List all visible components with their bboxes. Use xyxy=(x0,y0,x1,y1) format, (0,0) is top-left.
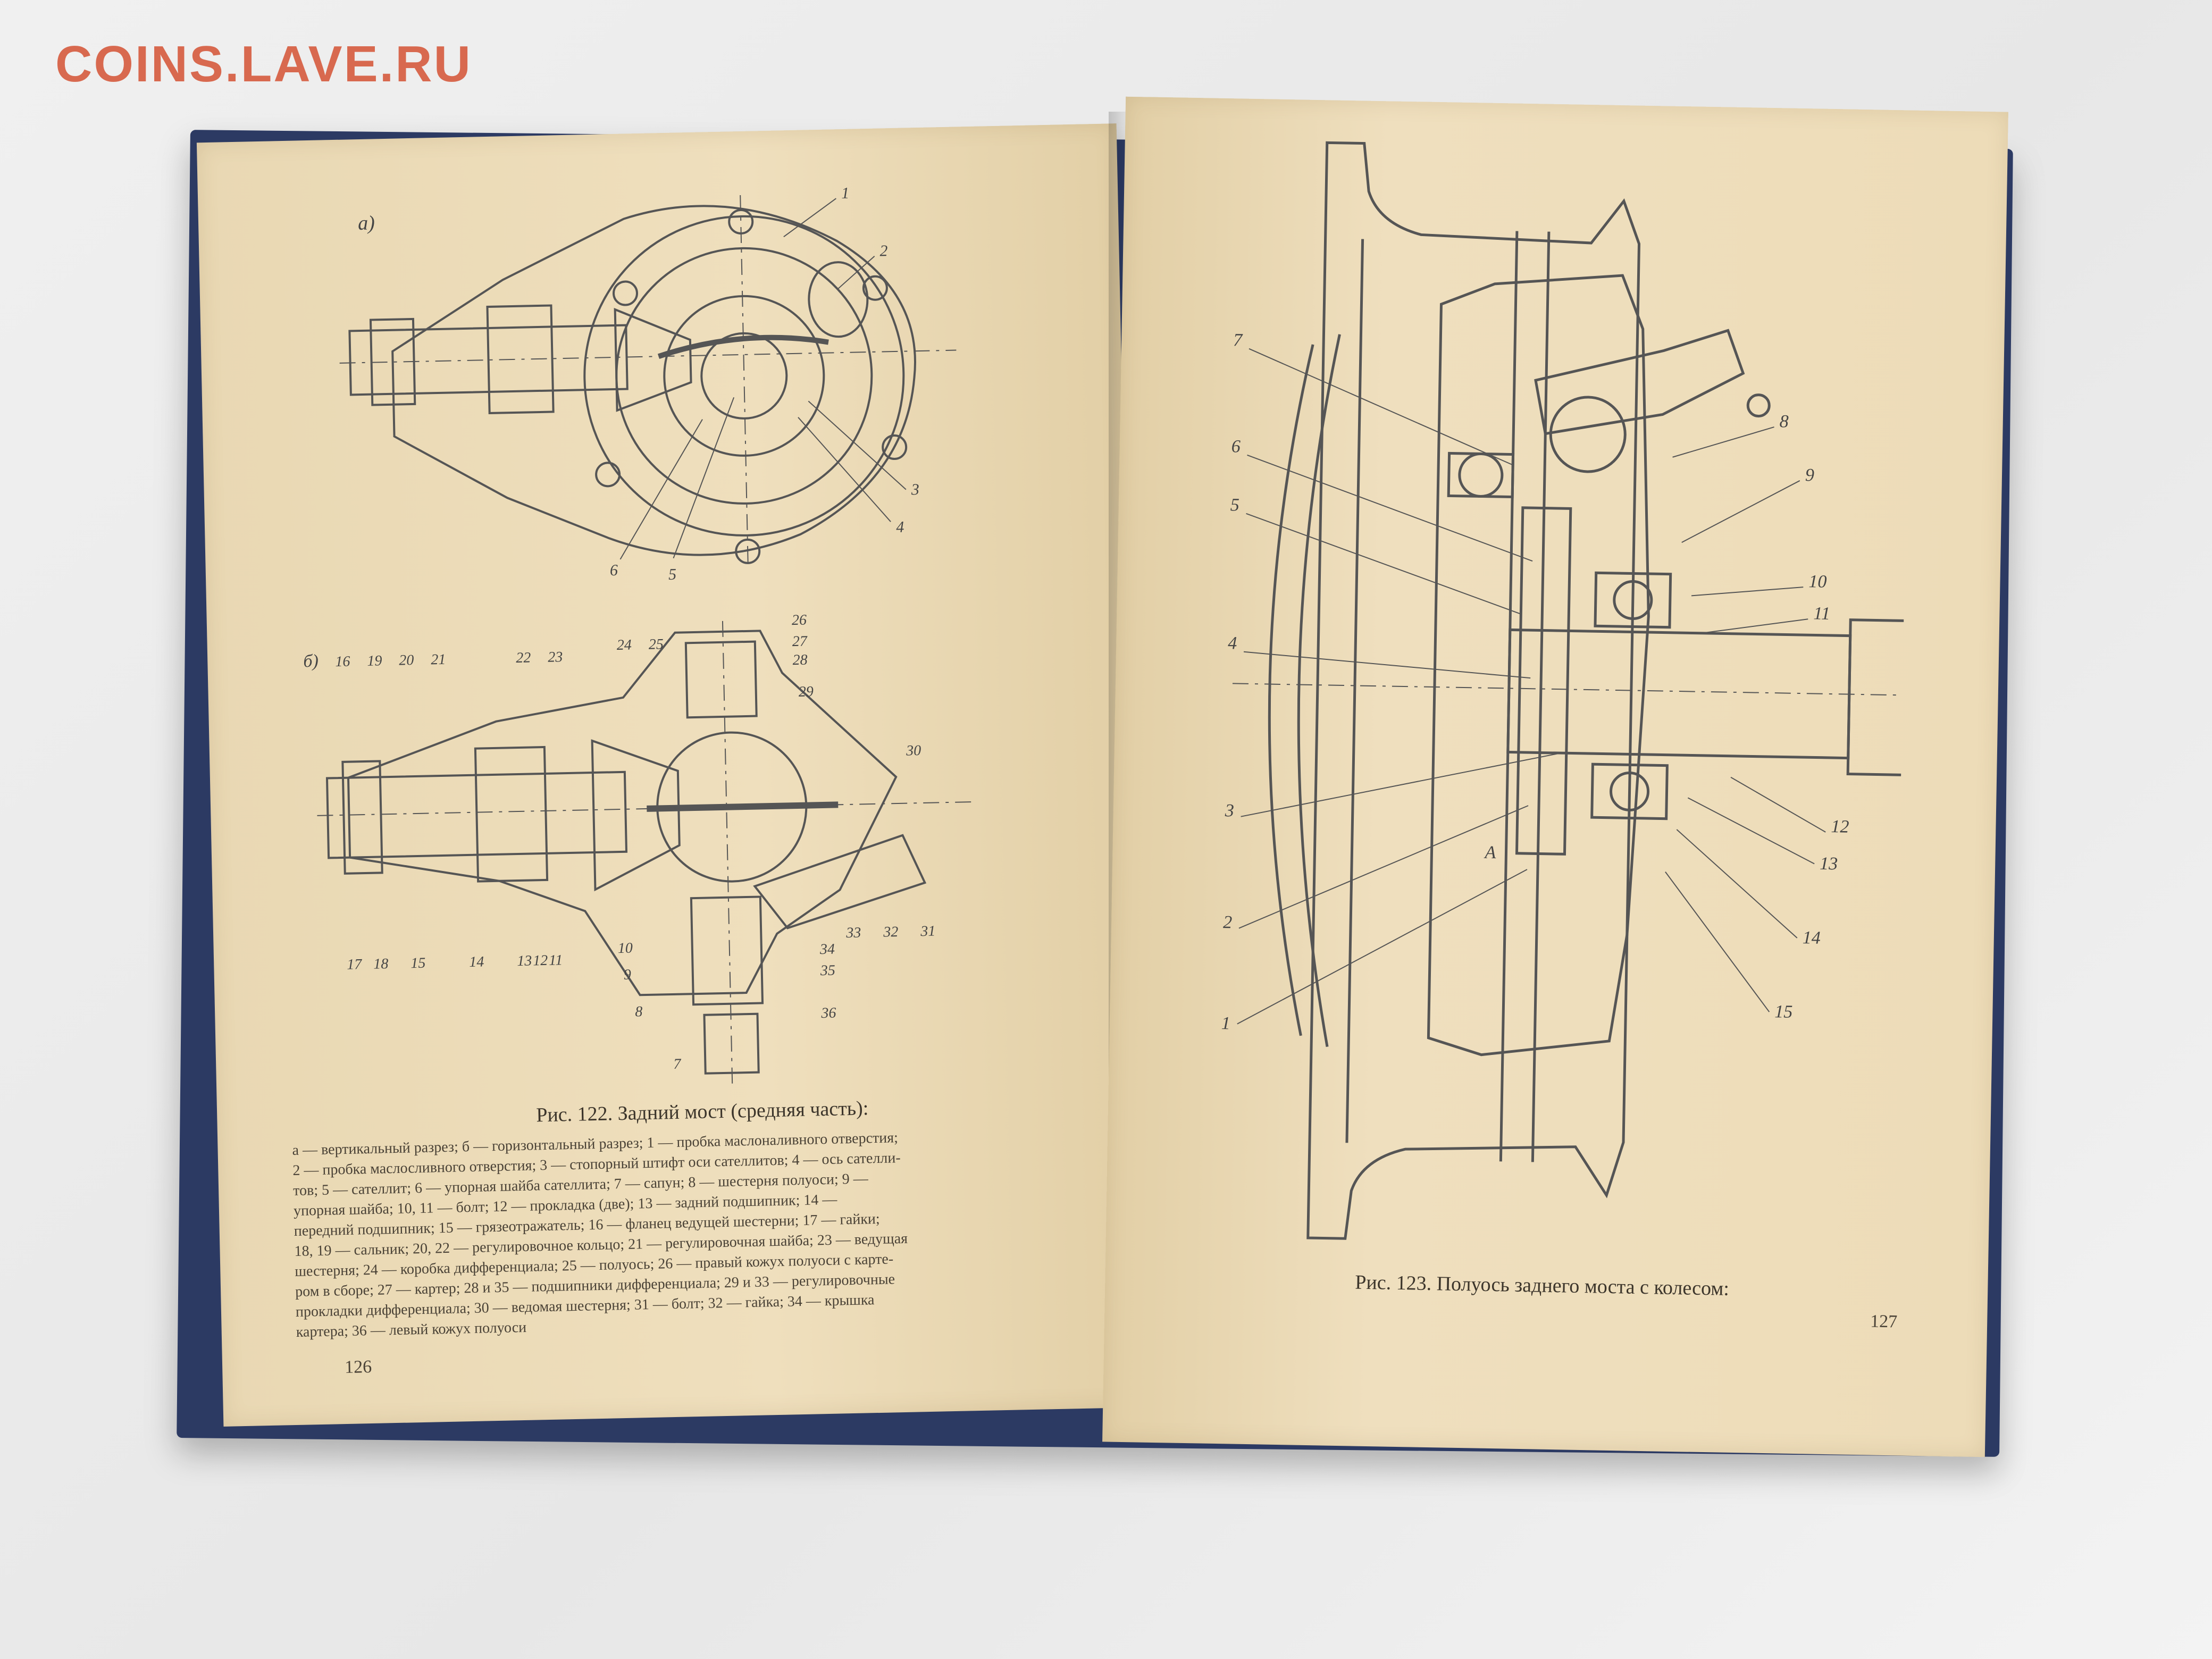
callout-r-6: 6 xyxy=(1231,437,1241,456)
callouts-b: 16 19 20 21 22 23 24 25 26 27 28 29 30 1… xyxy=(335,612,936,1073)
callout-b-26: 26 xyxy=(792,612,807,629)
callout-b-8: 8 xyxy=(635,1003,643,1020)
callout-b-12: 12 xyxy=(533,952,548,969)
left-page: а) 1 2 3 4 5 6 б) 16 19 20 21 xyxy=(196,123,1144,1427)
callout-b-13: 13 xyxy=(517,953,532,970)
figure-123-caption: Рис. 123. Полуось заднего моста с колесо… xyxy=(1354,1271,1730,1300)
callout-a-4: 4 xyxy=(896,518,904,536)
callout-b-28: 28 xyxy=(792,652,808,669)
callout-b-16: 16 xyxy=(335,653,350,671)
callout-b-7: 7 xyxy=(673,1056,682,1073)
callout-a-6: 6 xyxy=(610,562,618,579)
callout-b-10: 10 xyxy=(617,940,633,957)
figure-122b-horizontal-section: б) 16 19 20 21 22 23 24 25 26 27 28 29 3… xyxy=(303,612,977,1084)
callout-b-30: 30 xyxy=(906,742,921,759)
callout-b-34: 34 xyxy=(819,941,835,958)
callout-b-11: 11 xyxy=(549,952,563,969)
figure-122a-vertical-section: а) 1 2 3 4 5 6 xyxy=(339,185,957,583)
callout-r-7: 7 xyxy=(1233,330,1244,350)
callout-r-4: 4 xyxy=(1228,633,1237,653)
callout-a-5: 5 xyxy=(668,566,677,583)
callout-b-14: 14 xyxy=(469,953,484,970)
callout-r-10: 10 xyxy=(1808,572,1827,592)
callout-r-15: 15 xyxy=(1774,1002,1793,1022)
callout-b-15: 15 xyxy=(410,955,426,972)
callout-r-1: 1 xyxy=(1221,1013,1230,1033)
callout-r-9: 9 xyxy=(1805,465,1815,485)
callout-b-20: 20 xyxy=(399,652,414,669)
callout-b-19: 19 xyxy=(367,652,382,669)
callout-b-21: 21 xyxy=(431,651,446,668)
callout-r-2: 2 xyxy=(1223,912,1233,932)
callout-a-2: 2 xyxy=(879,242,888,259)
callout-r-5: 5 xyxy=(1230,495,1240,515)
callout-b-22: 22 xyxy=(516,649,531,666)
callout-a-1: 1 xyxy=(841,185,850,202)
figure-123-axle-with-wheel: 7 6 5 4 3 2 1 А 8 9 10 11 12 13 14 15 xyxy=(1221,141,1911,1240)
callout-r-13: 13 xyxy=(1820,854,1838,874)
watermark: COINS.LAVE.RU xyxy=(55,36,472,93)
figure-label-a: а) xyxy=(358,212,375,234)
callout-b-27: 27 xyxy=(792,633,808,650)
page-number-right: 127 xyxy=(1870,1311,1898,1332)
callout-r-A: А xyxy=(1484,843,1496,862)
callout-b-36: 36 xyxy=(820,1005,836,1022)
callout-b-32: 32 xyxy=(883,924,899,941)
callout-b-24: 24 xyxy=(617,636,632,653)
callout-r-12: 12 xyxy=(1831,817,1849,837)
right-page: 7 6 5 4 3 2 1 А 8 9 10 11 12 13 14 15 Ри… xyxy=(1102,96,2008,1457)
callout-b-31: 31 xyxy=(920,923,936,940)
callout-r-8: 8 xyxy=(1779,412,1789,431)
callout-r-11: 11 xyxy=(1813,604,1830,624)
page-number-left: 126 xyxy=(344,1356,372,1378)
figure-122-caption: Рис. 122. Задний мост (средняя часть): xyxy=(535,1097,869,1127)
callout-a-3: 3 xyxy=(911,481,920,498)
callout-r-3: 3 xyxy=(1224,801,1234,820)
callout-b-33: 33 xyxy=(845,925,861,942)
callout-b-35: 35 xyxy=(819,962,835,979)
callout-b-23: 23 xyxy=(548,649,563,666)
callout-b-29: 29 xyxy=(798,683,814,700)
callout-b-17: 17 xyxy=(347,956,363,973)
callout-b-9: 9 xyxy=(624,967,632,983)
callout-r-14: 14 xyxy=(1802,928,1821,948)
figure-122-legend: а — вертикальный разрез; б — горизонталь… xyxy=(292,1125,1062,1343)
callout-b-18: 18 xyxy=(373,956,389,973)
callout-b-25: 25 xyxy=(649,636,664,653)
figure-label-b: б) xyxy=(303,651,319,672)
